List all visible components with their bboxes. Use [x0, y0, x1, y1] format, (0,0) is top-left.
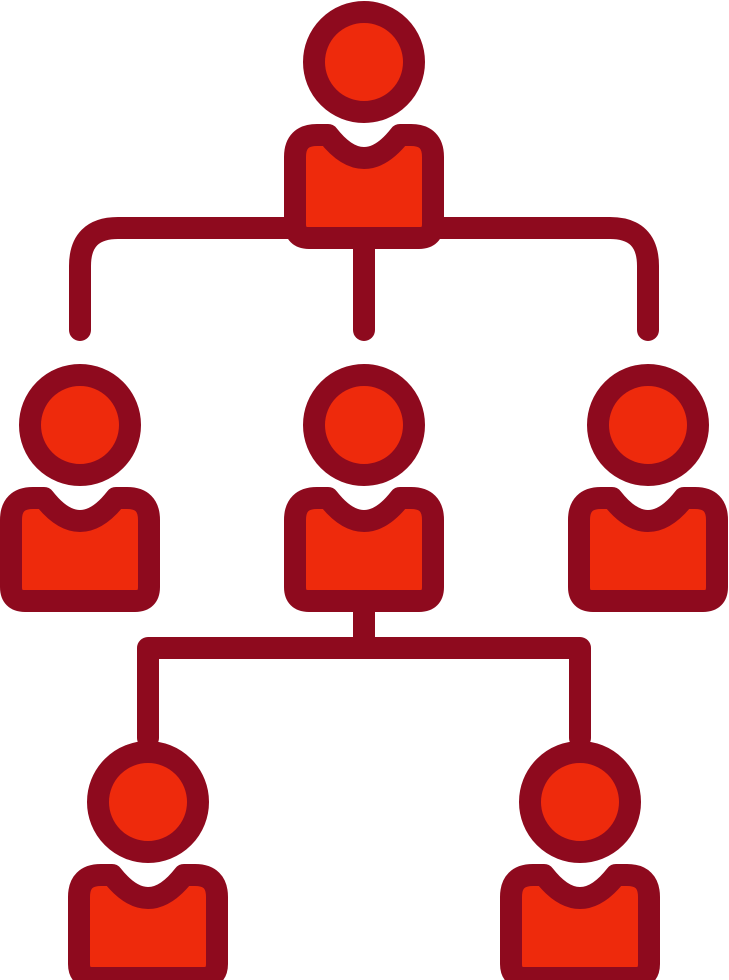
person-body-shape [500, 864, 660, 980]
person-node-top [284, 1, 444, 249]
person-body-shape [68, 864, 228, 980]
person-node-middle-right [568, 364, 728, 612]
person-body-shape [284, 124, 444, 249]
person-node-bottom-right [500, 741, 660, 980]
person-head-shape [87, 741, 209, 863]
connector-bottom-branch [137, 637, 591, 749]
person-head-shape [303, 1, 425, 123]
person-body-shape [568, 487, 728, 612]
person-head-shape [519, 741, 641, 863]
person-head-shape [587, 364, 709, 486]
person-node-bottom-left [68, 741, 228, 980]
person-body-shape [284, 487, 444, 612]
person-node-middle-left [0, 364, 160, 612]
person-body-shape [0, 487, 160, 612]
person-head-shape [303, 364, 425, 486]
person-node-middle-center [284, 364, 444, 612]
person-head-shape [19, 364, 141, 486]
